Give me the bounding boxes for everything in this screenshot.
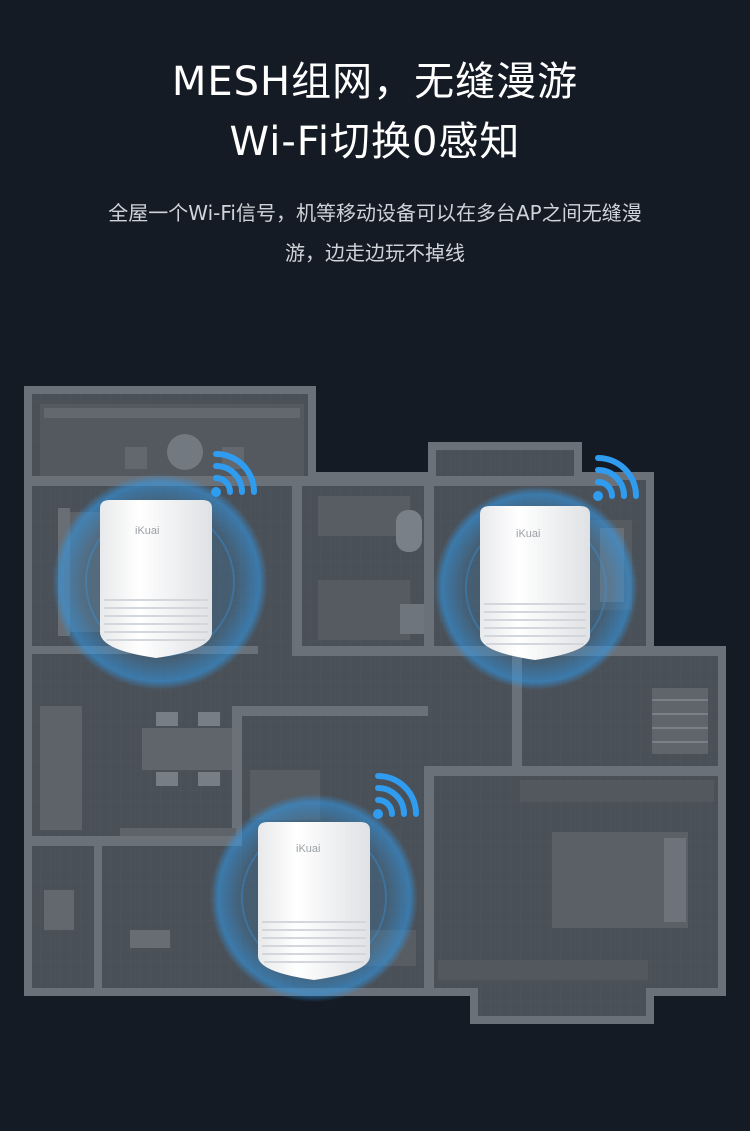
mesh-router-left: iKuai [52, 451, 268, 690]
description-line-1: 全屋一个Wi-Fi信号，机等移动设备可以在多台AP之间无缝漫 [108, 201, 642, 225]
mesh-router-right: iKuai [434, 455, 639, 690]
description-line-2: 游，边走边玩不掉线 [285, 241, 465, 265]
wifi-signal-icon [593, 455, 639, 501]
device-brand-logo: iKuai [135, 525, 159, 537]
wifi-signal-icon [373, 773, 419, 819]
wifi-signal-icon [211, 451, 257, 497]
mesh-router-bottom: iKuai [210, 773, 419, 1002]
device-brand-logo: iKuai [516, 528, 540, 540]
headline-line-2: Wi-Fi切换0感知 [229, 119, 521, 165]
headline-line-1: MESH组网，无缝漫游 [171, 59, 579, 105]
device-brand-logo: iKuai [296, 843, 320, 855]
